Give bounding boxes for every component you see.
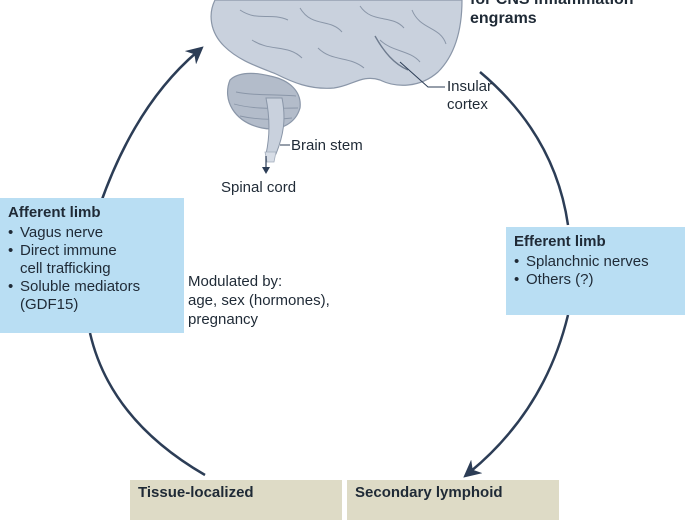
modulated-by-line1: Modulated by:: [188, 273, 283, 290]
brain-sulcus: [374, 35, 409, 71]
insular-cortex-leader: [399, 61, 445, 88]
cycle-arrow-lower-right: [463, 314, 570, 478]
brain-cerebellum: [226, 72, 301, 130]
afferent-item: Vagus nerve: [8, 224, 176, 242]
brain-illustration: [210, 0, 463, 163]
brain-stem: [265, 97, 285, 155]
insular-cortex-label-line1: Insular: [447, 78, 493, 95]
tissue-localized-box: Tissue-localized: [130, 480, 342, 520]
spinal-cord-label: Spinal cord: [221, 179, 297, 196]
insular-cortex-label-line2: cortex: [447, 96, 488, 113]
brain-cerebrum: [210, 0, 463, 89]
afferent-item-continued: (GDF15): [20, 296, 79, 313]
engram-label-line1: for CNS inflammation: [470, 0, 634, 9]
afferent-limb-list: Vagus nerve Direct immune cell trafficki…: [8, 224, 176, 314]
cerebellum-folds: [233, 91, 299, 120]
engram-label-line2: engrams: [470, 10, 537, 27]
efferent-limb-title: Efferent limb: [514, 233, 606, 250]
secondary-lymphoid-label: Secondary lymphoid: [355, 484, 503, 501]
cycle-arrow-upper-right: [479, 71, 570, 226]
efferent-limb-box: Efferent limb Splanchnic nerves Others (…: [506, 227, 685, 315]
afferent-item: (GDF15): [8, 296, 176, 314]
tissue-localized-label: Tissue-localized: [138, 484, 254, 501]
modulated-by-line3: pregnancy: [188, 311, 259, 328]
afferent-limb-box: Afferent limb Vagus nerve Direct immune …: [0, 198, 184, 333]
afferent-item-continued: cell trafficking: [20, 260, 111, 277]
modulated-by-line2: age, sex (hormones),: [188, 292, 330, 309]
spinal-cord-stub: [264, 151, 277, 163]
afferent-item: Direct immune: [8, 242, 176, 260]
efferent-limb-list: Splanchnic nerves Others (?): [514, 253, 677, 289]
cycle-arrow-upper-left: [98, 46, 204, 206]
secondary-lymphoid-box: Secondary lymphoid: [347, 480, 559, 520]
efferent-item: Splanchnic nerves: [514, 253, 677, 271]
afferent-item: cell trafficking: [8, 260, 176, 278]
brain-stem-label: Brain stem: [291, 137, 363, 154]
diagram-canvas: [88, 0, 570, 478]
cycle-arrow-lower-left: [88, 332, 206, 477]
afferent-item: Soluble mediators: [8, 278, 176, 296]
afferent-limb-title: Afferent limb: [8, 204, 101, 221]
efferent-item: Others (?): [514, 271, 677, 289]
spinal-cord-arrowhead: [262, 167, 270, 174]
brain-gyri: [239, 5, 447, 69]
